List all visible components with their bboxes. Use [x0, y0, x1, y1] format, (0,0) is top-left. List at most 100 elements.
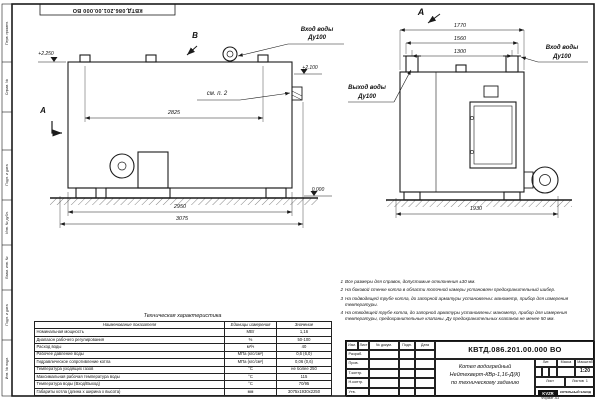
- inlet-flange: [222, 46, 238, 62]
- margin-label: Подп. и дата: [5, 304, 9, 326]
- dimensions-left: [59, 66, 304, 228]
- tech-cell: Номинальная мощность: [34, 328, 225, 337]
- tb-lit-label: Лит.: [535, 359, 557, 367]
- inlet-label-line2: Ду100: [308, 35, 326, 41]
- burner-flange: [523, 166, 559, 194]
- tech-cell: %: [224, 335, 277, 345]
- document-number: КВТД.086.201.00.000 ВО: [435, 341, 595, 359]
- tech-cell: Расход воды: [34, 343, 225, 352]
- door-hinge: [470, 150, 474, 154]
- tb-row-checked: Пров.: [346, 359, 369, 369]
- tech-cell: °С: [224, 365, 277, 374]
- tech-cell: МПа (кгс/см²): [224, 350, 277, 360]
- tb-cell: [369, 359, 399, 369]
- tech-cell: 50-100: [276, 335, 332, 345]
- tech-table-title: Техническая характеристика: [143, 313, 222, 319]
- margin-label: Инв. № дубл.: [5, 211, 9, 234]
- furnace-door: [469, 101, 517, 169]
- tech-cell: Гидравлическое сопротивление котла: [34, 358, 225, 367]
- elevation-top-label: +2.250: [38, 51, 54, 57]
- tech-header-cell: Наименование показателя: [34, 320, 225, 330]
- scale-value: 1:20: [575, 367, 595, 377]
- leaders-left: [51, 43, 344, 137]
- company-logo-subtitle: КОТЕЛЬНЫЙ ЗАВОД: [560, 390, 591, 394]
- side-hatch-box: [291, 86, 303, 101]
- dim-1300-label: 1300: [453, 49, 467, 55]
- door-hinge: [470, 116, 474, 120]
- lifting-lug: [455, 64, 467, 73]
- tb-lit-cell: [535, 367, 542, 377]
- outlet-label-line2: Ду100: [358, 94, 376, 100]
- product-title-line2: Нейтехверт-КВр-1,16-Д(К): [449, 371, 521, 378]
- tech-cell: Диапазон рабочего регулирования: [34, 335, 225, 345]
- tech-cell: Температура воды (Вход/Выход): [34, 380, 225, 389]
- tb-cell: [399, 388, 415, 397]
- tb-col-doc: № докум.: [369, 341, 399, 350]
- tech-table: Наименование показателя Единицы измерени…: [34, 320, 332, 397]
- lifting-lug: [257, 54, 269, 63]
- tb-cell: [415, 378, 435, 388]
- note-number: 2: [340, 287, 343, 293]
- dim-2825-label: 2825: [167, 110, 181, 116]
- tech-cell: Рабочее давление воды: [34, 350, 225, 360]
- tech-cell: °С: [224, 380, 277, 389]
- note-text: Все размеры для справок, допустимые откл…: [345, 279, 476, 284]
- view-letter-b: В: [192, 31, 198, 40]
- margin-label: Взам. инв. №: [5, 256, 9, 279]
- tb-scale-label: Масштаб: [575, 359, 595, 367]
- margin-label: Справ. №: [5, 78, 9, 96]
- tb-sheets-cell: Листов 1: [565, 377, 595, 387]
- dim-3075-label: 3075: [175, 216, 189, 222]
- tb-col-list: Лист: [358, 341, 369, 350]
- inlet-label-right-line2: Ду100: [553, 54, 571, 60]
- section-letter-a: А: [40, 106, 46, 115]
- tb-cell: [415, 350, 435, 359]
- dimensions-right: [395, 28, 559, 218]
- tb-row-ncontrol: Н.контр.: [346, 378, 369, 388]
- tech-header-cell: Единицы измерения: [224, 320, 277, 330]
- note-text: На подводящей трубе котла, до запорной а…: [345, 295, 569, 307]
- pump-assembly: [105, 151, 171, 199]
- outlet-label-line1: Выход воды: [348, 85, 386, 91]
- tech-cell: мм: [224, 387, 277, 397]
- company-logo-cell: KVZR КОТЕЛЬНЫЙ ЗАВОД: [535, 387, 595, 397]
- tech-cell: 0,06 (0,6): [276, 358, 332, 367]
- note-text: На боковой стенке котла в области топочн…: [345, 287, 556, 293]
- tech-cell: Максимальная рабочая температура воды: [34, 372, 225, 382]
- sheet-label: Лист: [546, 379, 554, 384]
- tb-cell: [369, 350, 399, 359]
- note-text: На отводящей трубе котла, до запорной ар…: [345, 310, 567, 322]
- margin-label: Инв. № подл.: [5, 356, 9, 380]
- dim-1930-label: 1930: [469, 206, 483, 212]
- tb-col-sign: Подп.: [399, 341, 415, 350]
- elevation-inlet-label: +2.100: [302, 65, 318, 71]
- elevation-marks: [38, 57, 332, 197]
- tech-cell: 40: [276, 343, 332, 352]
- top-stamp: КВТД.086.201.00.000 ВО: [72, 7, 143, 13]
- format-label: Формат А3: [540, 395, 560, 400]
- tech-cell: Температура уходящих газов: [34, 365, 225, 374]
- tb-cell: [415, 369, 435, 378]
- leaders-right: [348, 13, 588, 103]
- tb-mass-label: Масса: [557, 359, 575, 367]
- margin-label: Подп. и дата: [5, 164, 9, 186]
- view-letter-a: А: [417, 7, 425, 17]
- boiler-front-view: [399, 55, 559, 201]
- elevation-zero-label: 0.000: [311, 187, 325, 193]
- note-number: 3: [340, 295, 343, 301]
- tech-table-header-row: Наименование показателя Единицы измерени…: [34, 320, 332, 330]
- tb-cell: [415, 388, 435, 397]
- outlet-pipe: [405, 55, 419, 73]
- tb-cell: [399, 350, 415, 359]
- dim-1560-label: 1560: [453, 36, 467, 42]
- title-block: Изм. Лист № докум. Подп. Дата Разраб. Пр…: [345, 340, 595, 397]
